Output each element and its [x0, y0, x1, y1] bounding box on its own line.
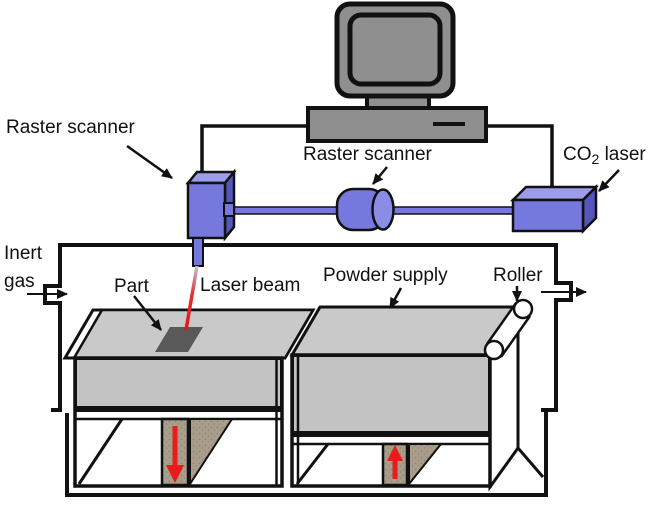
label-raster-scanner-mid: Raster scanner	[303, 144, 433, 165]
laser-front-face	[511, 198, 585, 233]
co2-subscript: 2	[592, 151, 600, 167]
supply-inner-perspective-line	[295, 443, 330, 485]
label-part: Part	[114, 276, 150, 297]
piston-down-arrow	[166, 426, 184, 483]
roller-cylinder	[483, 298, 534, 361]
build-box-outline	[73, 356, 284, 488]
chamber-enclosure	[27, 243, 587, 497]
machine-base-tub	[65, 412, 548, 497]
label-raster-scanner-left: Raster scanner	[6, 117, 136, 138]
supply-piston-rod-3d-wedge	[408, 443, 444, 487]
arrow-part	[133, 295, 162, 331]
build-chamber-box	[62, 308, 316, 488]
computer-monitor	[334, 1, 456, 99]
build-inner-perspective-line	[77, 418, 124, 485]
supply-powder-front	[292, 355, 490, 433]
scanner-nozzle	[192, 237, 204, 267]
arrow-raster-scanner-mid	[372, 166, 388, 185]
arrow-co2-laser	[598, 169, 620, 192]
laser-text: laser	[599, 144, 646, 165]
label-co2-laser: CO2 laser	[563, 144, 646, 167]
label-roller: Roller	[493, 265, 543, 286]
chamber-left-wall-with-inlet-port	[43, 243, 62, 412]
supply-bottom-3d-edge	[516, 447, 545, 478]
arrow-powder-supply	[388, 287, 403, 309]
scanner-tube-connector	[223, 202, 235, 217]
piston-up-arrow	[387, 445, 403, 479]
build-piston-rod-3d-wedge	[189, 418, 234, 488]
mid-raster-scanner	[335, 187, 395, 232]
computer	[306, 1, 488, 143]
cable-computer-to-laser	[486, 124, 554, 196]
part-layer	[155, 327, 203, 352]
computer-screen	[347, 12, 443, 87]
scanner-head	[185, 168, 237, 267]
laser-beam-ray	[184, 265, 199, 331]
label-powder-supply: Powder supply	[323, 265, 448, 286]
co2-text: CO	[563, 144, 592, 165]
label-inert-gas-line2: gas	[4, 271, 35, 292]
powder-supply-box	[289, 298, 545, 492]
mid-scanner-cylinder-cap	[371, 188, 395, 231]
label-inert-gas-line1: Inert	[4, 243, 43, 264]
build-powder-front	[75, 358, 282, 408]
arrow-raster-scanner-left	[126, 144, 173, 180]
label-laser-beam: Laser beam	[200, 275, 300, 296]
chamber-right-wall-with-outlet-port	[541, 243, 573, 412]
scanner-head-front-face	[186, 181, 227, 240]
label-arrows	[126, 144, 620, 331]
supply-box-outline	[290, 353, 492, 488]
co2-laser	[509, 183, 600, 235]
cable-computer-to-scanner	[200, 124, 308, 180]
